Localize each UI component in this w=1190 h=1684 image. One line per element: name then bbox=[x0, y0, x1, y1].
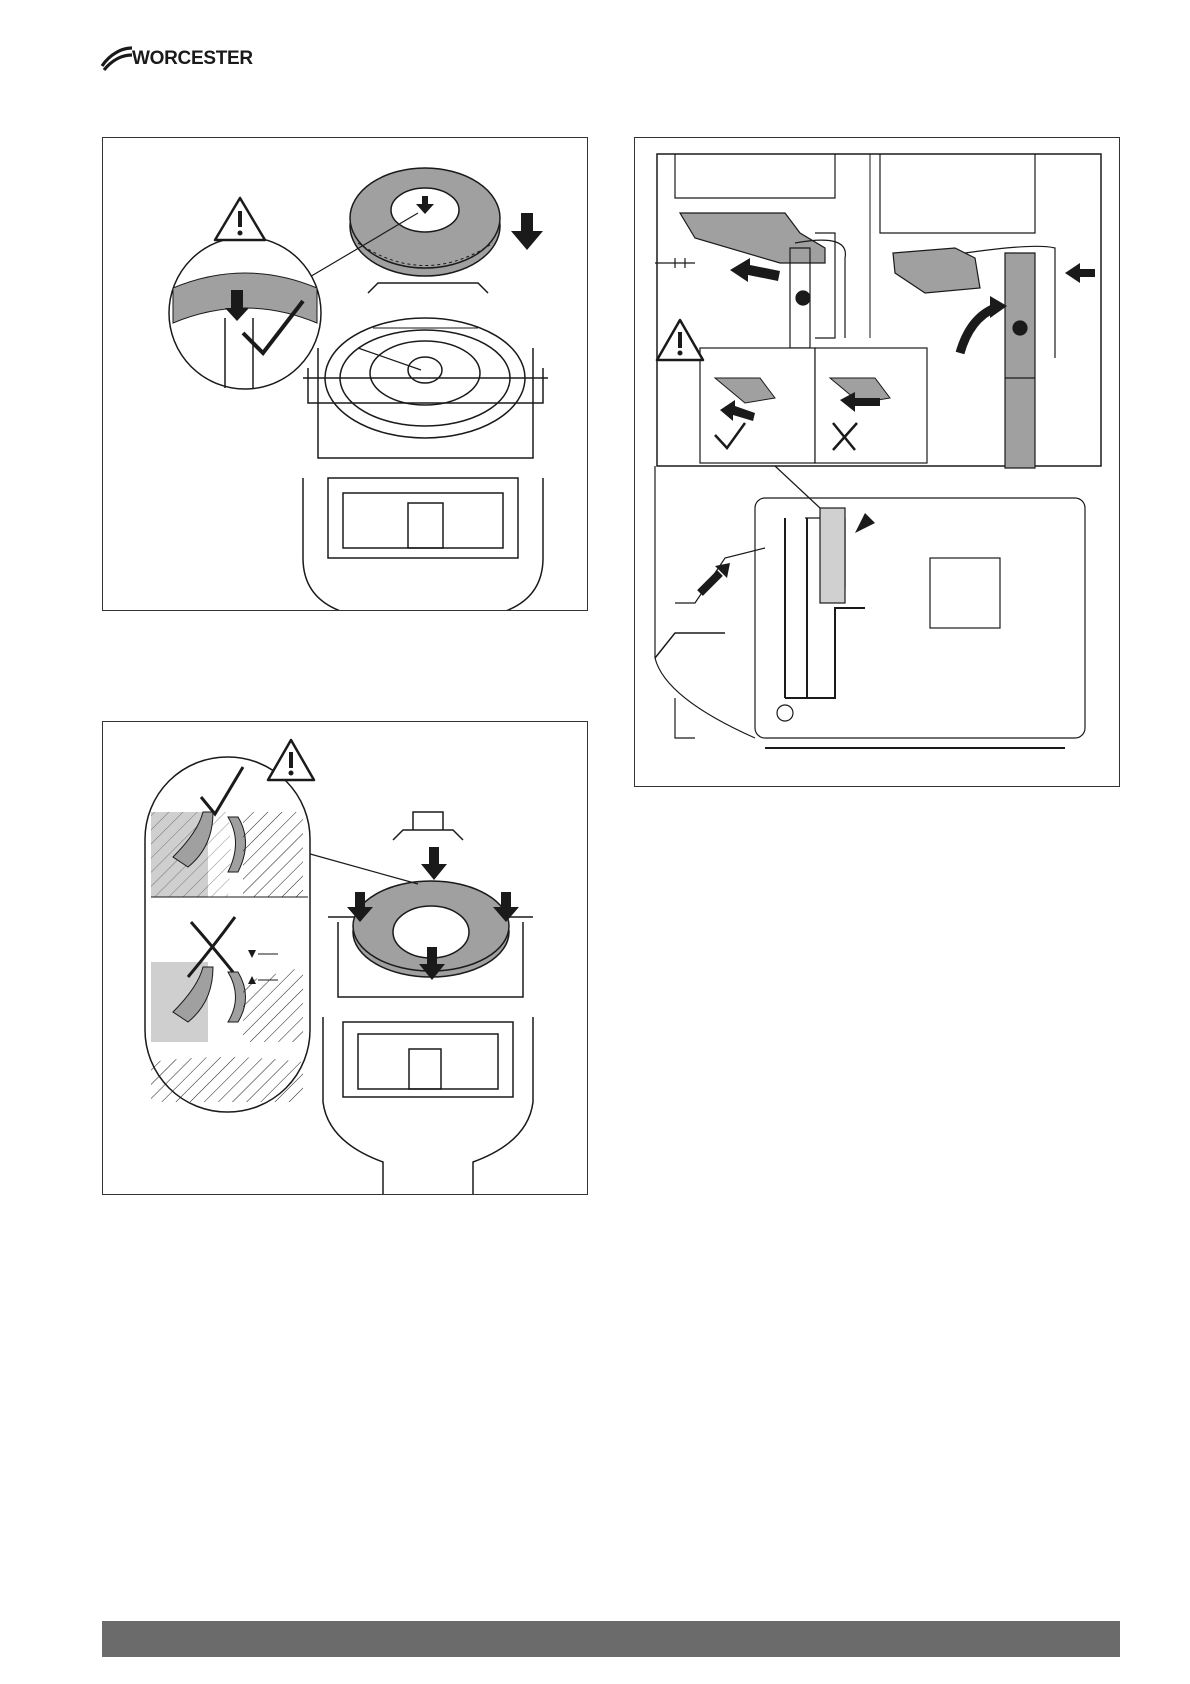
worcester-logo: WORCESTER bbox=[100, 40, 270, 74]
detail-magnifier bbox=[169, 237, 321, 389]
figure-siphon-connection bbox=[634, 137, 1120, 787]
footer-bar bbox=[102, 1621, 1120, 1657]
boiler-interior bbox=[655, 466, 1085, 748]
arrow-icon bbox=[700, 513, 875, 593]
siphon-housing bbox=[303, 283, 548, 611]
arrow-down-icon bbox=[511, 213, 543, 250]
warning-icon bbox=[268, 740, 314, 780]
warning-icon bbox=[215, 198, 265, 240]
rubber-seal bbox=[350, 168, 500, 276]
logo-swoosh-icon bbox=[100, 40, 134, 74]
figure-seal-placement bbox=[102, 137, 588, 611]
detail-cross-section bbox=[145, 757, 310, 1112]
figure-seal-seating bbox=[102, 721, 588, 1195]
brand-name: WORCESTER bbox=[132, 48, 253, 70]
